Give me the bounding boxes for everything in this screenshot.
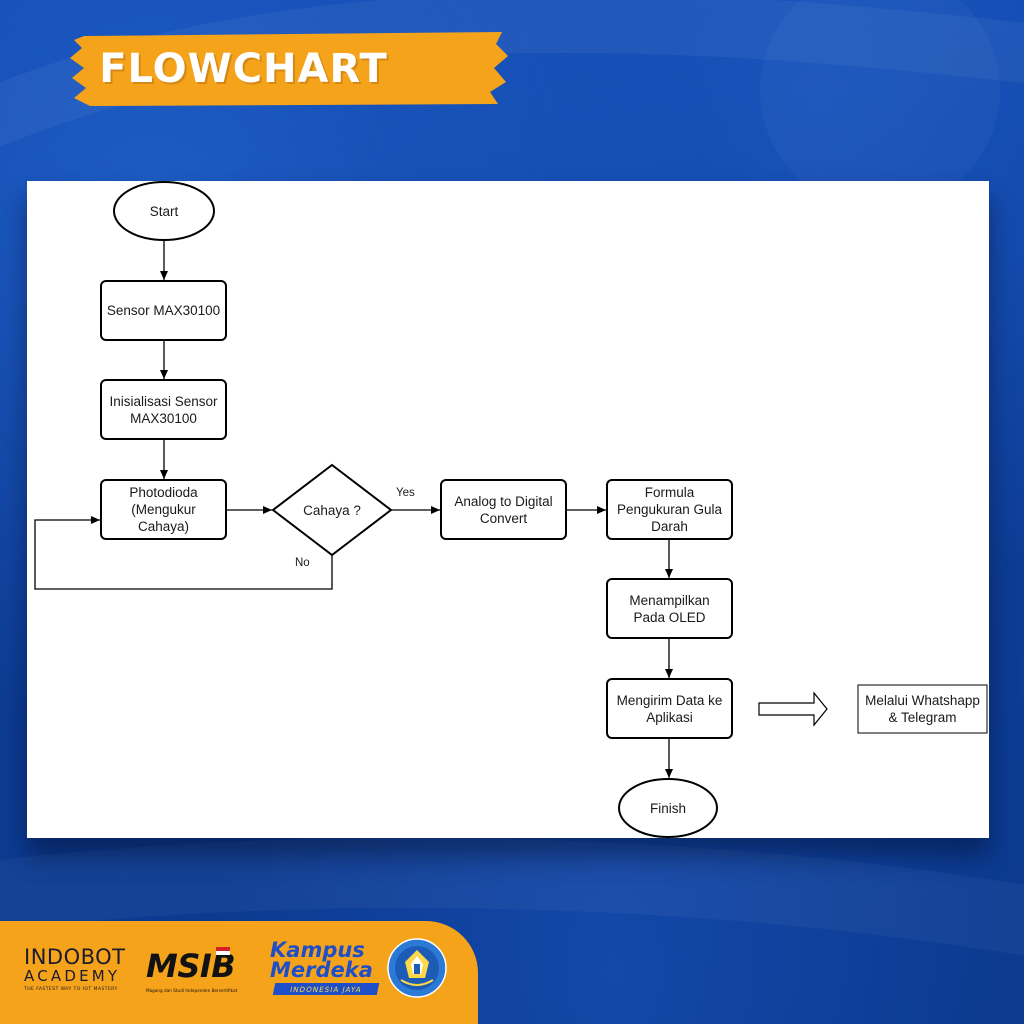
kampus-line2: Merdeka — [270, 958, 373, 982]
flag-icon — [216, 947, 230, 955]
kemdikbud-emblem-icon — [387, 938, 447, 998]
decision-label: Cahaya ? — [303, 502, 361, 518]
indobot-tagline: THE FASTEST WAY TO IOT MASTERY — [24, 987, 118, 992]
adc-label: Analog to Digital Convert — [454, 493, 553, 526]
indobot-name: INDOBOT — [24, 945, 126, 969]
whatsapp-label: Melalui Whatshapp & Telegram — [865, 693, 980, 725]
formula-label: Formula Pengukuran Gula Darah — [616, 485, 723, 534]
indonesia-jaya-badge: INDONESIA JAYA — [272, 983, 380, 995]
edge-decision-loop-no — [34, 516, 333, 590]
indobot-sub: ACADEMY — [24, 967, 121, 985]
kampus-line1: Kampus — [270, 938, 365, 962]
oled-label: Menampilkan Pada OLED — [629, 592, 710, 625]
photodioda-label: Photodioda (Mengukur Cahaya) — [129, 485, 198, 534]
yes-edge-label: Yes — [396, 487, 415, 499]
indobot-academy-logo: INDOBOT ACADEMY THE FASTEST WAY TO IOT M… — [24, 946, 140, 998]
kirim-label: Mengirim Data ke Aplikasi — [616, 692, 723, 725]
msib-logo: MSIB Magang dan Studi Independen Bersert… — [146, 946, 264, 998]
kampus-merdeka-logo: Kampus Merdeka INDONESIA JAYA — [268, 939, 380, 1001]
sensor-label: Sensor MAX30100 — [106, 303, 221, 318]
title-banner: FLOWCHART — [70, 30, 512, 108]
start-label: Start — [149, 203, 179, 219]
flowchart-diagram — [34, 181, 988, 838]
no-edge-label: No — [295, 557, 310, 569]
page-title: FLOWCHART — [99, 46, 388, 92]
msib-tagline: Magang dan Studi Independen Bersertifika… — [146, 988, 238, 993]
finish-label: Finish — [649, 800, 686, 816]
finish-terminator — [618, 778, 718, 838]
block-arrow-to-whatsapp — [758, 691, 828, 727]
init-label: Inisialisasi Sensor MAX30100 — [109, 393, 218, 426]
whatsapp-box — [857, 684, 988, 734]
brush-stroke-shape — [70, 32, 508, 106]
flowchart-canvas: Start Sensor MAX30100 Inisialisasi Senso… — [27, 181, 989, 838]
